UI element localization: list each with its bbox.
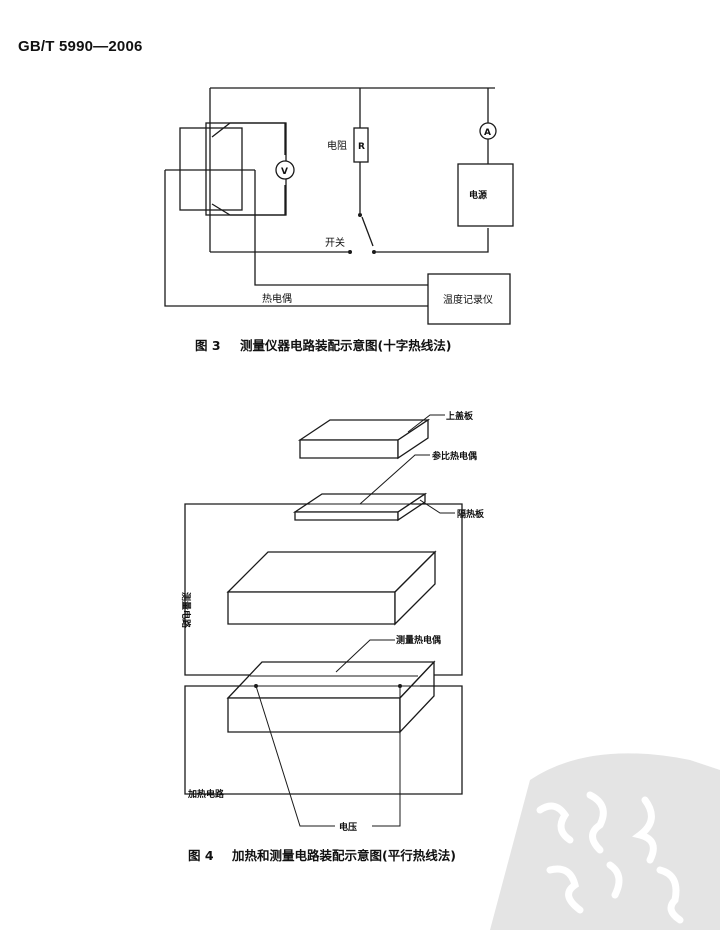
heating-circuit-loop (184, 685, 463, 795)
voltmeter-symbol: V (281, 167, 288, 177)
leader-measuring-thermocouple (335, 639, 395, 673)
temperature-recorder (427, 273, 511, 325)
figure-4-assembly-diagram: 上盖板 参比热电偶 隔热板 测量电路 测量热电偶 加热电路 电压 图 4 加热和… (180, 410, 485, 863)
leader-top-cover (407, 414, 445, 433)
sample-block-lower (226, 661, 436, 699)
voltmeter (275, 160, 295, 180)
sample-block-front (205, 122, 287, 216)
switch-contact-bottom (348, 250, 352, 254)
leader-ref-thermocouple (359, 454, 430, 505)
resistor (353, 127, 369, 163)
voltage-lead-bottom (211, 185, 286, 216)
sample-block-upper-front (227, 591, 396, 625)
switch-label: 开关 (325, 236, 345, 249)
resistor-label: 电阻 (327, 139, 347, 152)
sample-block-back (179, 127, 243, 211)
standard-code: GB/T 5990—2006 (18, 38, 143, 55)
heating-circuit-label: 加热电路 (187, 788, 225, 800)
voltage-tap-right (398, 684, 402, 688)
wire-bottom-right (376, 228, 489, 253)
figure-4-caption-number: 图 4 (188, 848, 214, 863)
ammeter-symbol: A (484, 128, 491, 138)
power-supply-label: 电源 (469, 189, 487, 201)
voltage-label: 电压 (339, 821, 357, 833)
figure-3-circuit-diagram: R 电阻 开关 A 电源 V 热电偶 温度记录仪 图 3 测量仪器电路装配示意图… (164, 87, 514, 353)
figure-3-caption-text: 测量仪器电路装配示意图(十字热线法) (240, 338, 451, 353)
measuring-thermocouple-label: 测量热电偶 (396, 634, 441, 646)
thermocouple-lead-outer (164, 170, 428, 307)
temperature-recorder-label: 温度记录仪 (443, 293, 493, 306)
figure-3-caption-number: 图 3 (195, 338, 221, 353)
measuring-circuit-label: 测量电路 (180, 592, 192, 629)
insulating-plate-label: 隔热板 (457, 508, 485, 520)
insulating-plate-side (397, 492, 426, 522)
voltage-lead-top (211, 122, 286, 155)
seal-watermark-image (490, 753, 720, 930)
resistor-symbol: R (358, 142, 365, 152)
figure-4-caption-text: 加热和测量电路装配示意图(平行热线法) (231, 848, 456, 863)
top-cover-side (397, 418, 429, 460)
thermocouple-label: 热电偶 (262, 292, 292, 305)
sample-block-lower-front (227, 697, 401, 733)
ref-thermocouple-label: 参比热电偶 (432, 450, 477, 462)
switch-contact-right (372, 250, 376, 254)
insulating-plate-front (294, 511, 399, 521)
switch-contact-top (358, 213, 362, 217)
thermocouple-lead-inner (254, 170, 428, 286)
sample-block-upper-side (394, 550, 436, 626)
voltage-lead-left (255, 685, 335, 827)
switch-blade (361, 216, 374, 247)
top-cover-label: 上盖板 (446, 410, 474, 422)
top-cover-front (299, 439, 399, 459)
voltage-lead-right (372, 686, 401, 827)
power-supply (457, 163, 514, 227)
voltage-tap-left (254, 684, 258, 688)
